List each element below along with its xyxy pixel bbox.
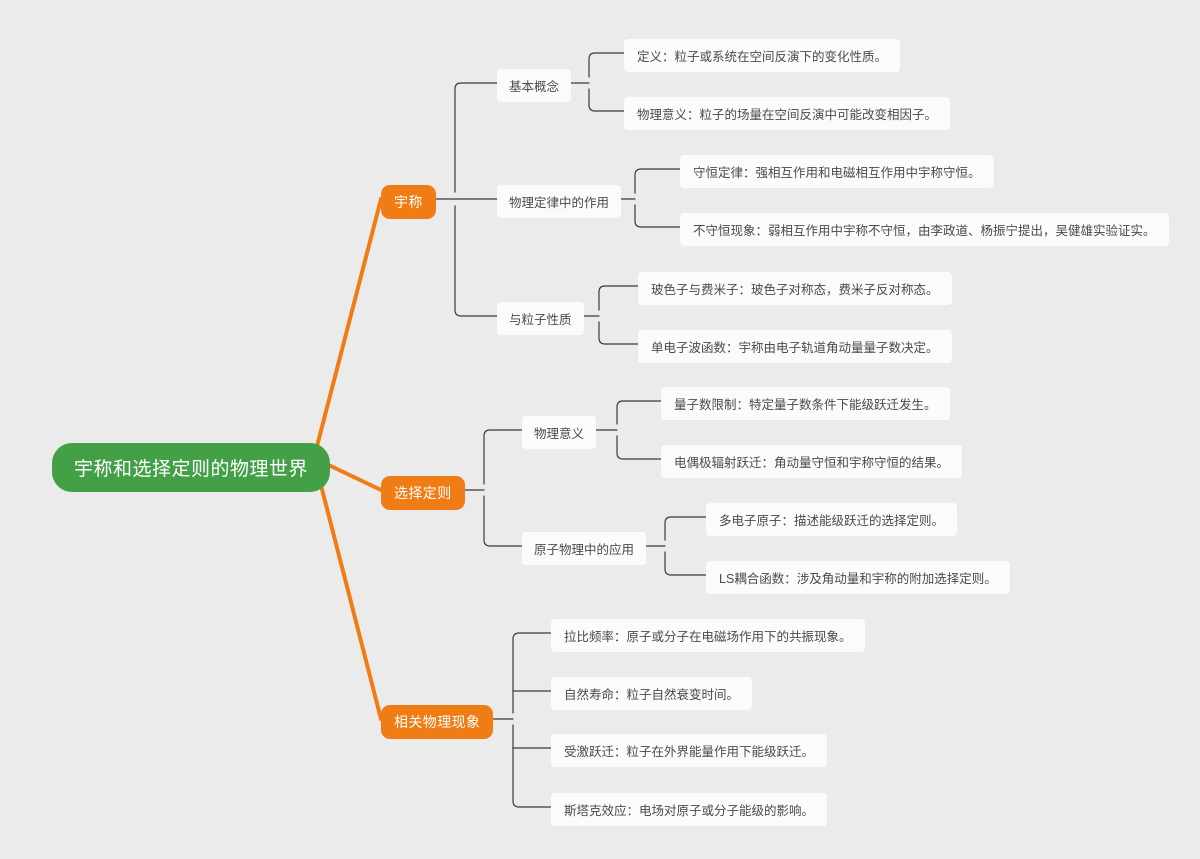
branch-node-parity[interactable]: 宇称 xyxy=(381,185,436,219)
sub-node-role-in-physical-laws[interactable]: 物理定律中的作用 xyxy=(497,185,622,218)
leaf-label-multi-electron-atom: 多电子原子：描述能级跃迁的选择定则。 xyxy=(719,514,945,528)
leaf-label-parity-definition: 定义：粒子或系统在空间反演下的变化性质。 xyxy=(637,50,888,64)
leaf-label-quantum-number-restriction: 量子数限制：特定量子数条件下能级跃迁发生。 xyxy=(674,398,937,412)
leaf-node-conservation-law[interactable]: 守恒定律：强相互作用和电磁相互作用中宇称守恒。 xyxy=(680,155,994,188)
leaf-label-ls-coupling: LS耦合函数：涉及角动量和宇称的附加选择定则。 xyxy=(719,572,997,586)
leaf-node-single-electron-wavefunction[interactable]: 单电子波函数：宇称由电子轨道角动量量子数决定。 xyxy=(638,330,952,363)
leaf-node-parity-definition[interactable]: 定义：粒子或系统在空间反演下的变化性质。 xyxy=(624,39,901,72)
leaf-node-multi-electron-atom[interactable]: 多电子原子：描述能级跃迁的选择定则。 xyxy=(706,503,958,536)
leaf-label-electric-dipole-transition: 电偶极辐射跃迁：角动量守恒和宇称守恒的结果。 xyxy=(674,456,950,470)
sub-label-role-in-physical-laws: 物理定律中的作用 xyxy=(509,196,610,210)
leaf-node-electric-dipole-transition[interactable]: 电偶极辐射跃迁：角动量守恒和宇称守恒的结果。 xyxy=(661,445,963,478)
sub-node-atomic-physics-application[interactable]: 原子物理中的应用 xyxy=(522,532,647,565)
laws-role-bracket xyxy=(613,168,681,228)
leaf-label-conservation-law: 守恒定律：强相互作用和电磁相互作用中宇称守恒。 xyxy=(693,166,981,180)
selection-rules-sub-bracket xyxy=(483,429,523,547)
leaf-label-boson-fermion: 玻色子与费米子：玻色子对称态，费米子反对称态。 xyxy=(651,283,939,297)
leaf-label-parity-physical-meaning: 物理意义：粒子的场量在空间反演中可能改变相因子。 xyxy=(637,108,938,122)
branch-label-selection-rules: 选择定则 xyxy=(394,485,452,501)
sub-node-particle-nature[interactable]: 与粒子性质 xyxy=(497,302,584,335)
leaf-label-rabi-frequency: 拉比频率：原子或分子在电磁场作用下的共振现象。 xyxy=(564,630,852,644)
leaf-label-stimulated-transition: 受激跃迁：粒子在外界能量作用下能级跃迁。 xyxy=(564,745,815,759)
physical-meaning-bracket xyxy=(595,400,662,460)
leaf-node-boson-fermion[interactable]: 玻色子与费米子：玻色子对称态，费米子反对称态。 xyxy=(638,272,952,305)
leaf-node-rabi-frequency[interactable]: 拉比频率：原子或分子在电磁场作用下的共振现象。 xyxy=(551,619,865,652)
parity-sub-bracket xyxy=(454,82,498,317)
branch-node-related-phenomena[interactable]: 相关物理现象 xyxy=(381,705,494,739)
sub-label-physical-meaning: 物理意义 xyxy=(534,427,585,441)
leaf-label-natural-lifetime: 自然寿命：粒子自然衰变时间。 xyxy=(564,688,740,702)
leaf-node-non-conservation[interactable]: 不守恒现象：弱相互作用中宇称不守恒，由李政道、杨振宁提出，吴健雄实验证实。 xyxy=(680,213,1169,246)
leaf-node-parity-physical-meaning[interactable]: 物理意义：粒子的场量在空间反演中可能改变相因子。 xyxy=(624,97,951,130)
leaf-node-natural-lifetime[interactable]: 自然寿命：粒子自然衰变时间。 xyxy=(551,677,753,710)
sub-label-basic-concept: 基本概念 xyxy=(509,80,560,94)
leaf-node-ls-coupling[interactable]: LS耦合函数：涉及角动量和宇称的附加选择定则。 xyxy=(706,561,1010,594)
root-label: 宇称和选择定则的物理世界 xyxy=(74,459,309,480)
leaf-label-non-conservation: 不守恒现象：弱相互作用中宇称不守恒，由李政道、杨振宁提出，吴健雄实验证实。 xyxy=(693,224,1156,238)
phenomena-leaves-bracket xyxy=(512,632,552,808)
root-to-parity-wire xyxy=(314,197,383,452)
root-to-phenomena-wire xyxy=(314,464,383,721)
leaf-label-single-electron-wavefunction: 单电子波函数：宇称由电子轨道角动量量子数决定。 xyxy=(651,341,939,355)
sub-label-atomic-physics-application: 原子物理中的应用 xyxy=(534,543,635,557)
leaf-label-stark-effect: 斯塔克效应：电场对原子或分子能级的影响。 xyxy=(564,804,815,818)
root-node[interactable]: 宇称和选择定则的物理世界 xyxy=(52,443,331,492)
leaf-node-stark-effect[interactable]: 斯塔克效应：电场对原子或分子能级的影响。 xyxy=(551,793,828,826)
sub-label-particle-nature: 与粒子性质 xyxy=(509,313,572,327)
leaf-node-quantum-number-restriction[interactable]: 量子数限制：特定量子数条件下能级跃迁发生。 xyxy=(661,387,950,420)
sub-node-basic-concept[interactable]: 基本概念 xyxy=(497,69,572,102)
basic-concept-bracket xyxy=(567,52,625,112)
branch-node-selection-rules[interactable]: 选择定则 xyxy=(381,476,465,510)
leaf-node-stimulated-transition[interactable]: 受激跃迁：粒子在外界能量作用下能级跃迁。 xyxy=(551,734,828,767)
sub-node-physical-meaning[interactable]: 物理意义 xyxy=(522,416,597,449)
branch-label-related-phenomena: 相关物理现象 xyxy=(394,714,481,730)
particle-nature-bracket xyxy=(577,285,639,345)
branch-label-parity: 宇称 xyxy=(394,194,423,210)
atomic-application-bracket xyxy=(643,516,707,576)
